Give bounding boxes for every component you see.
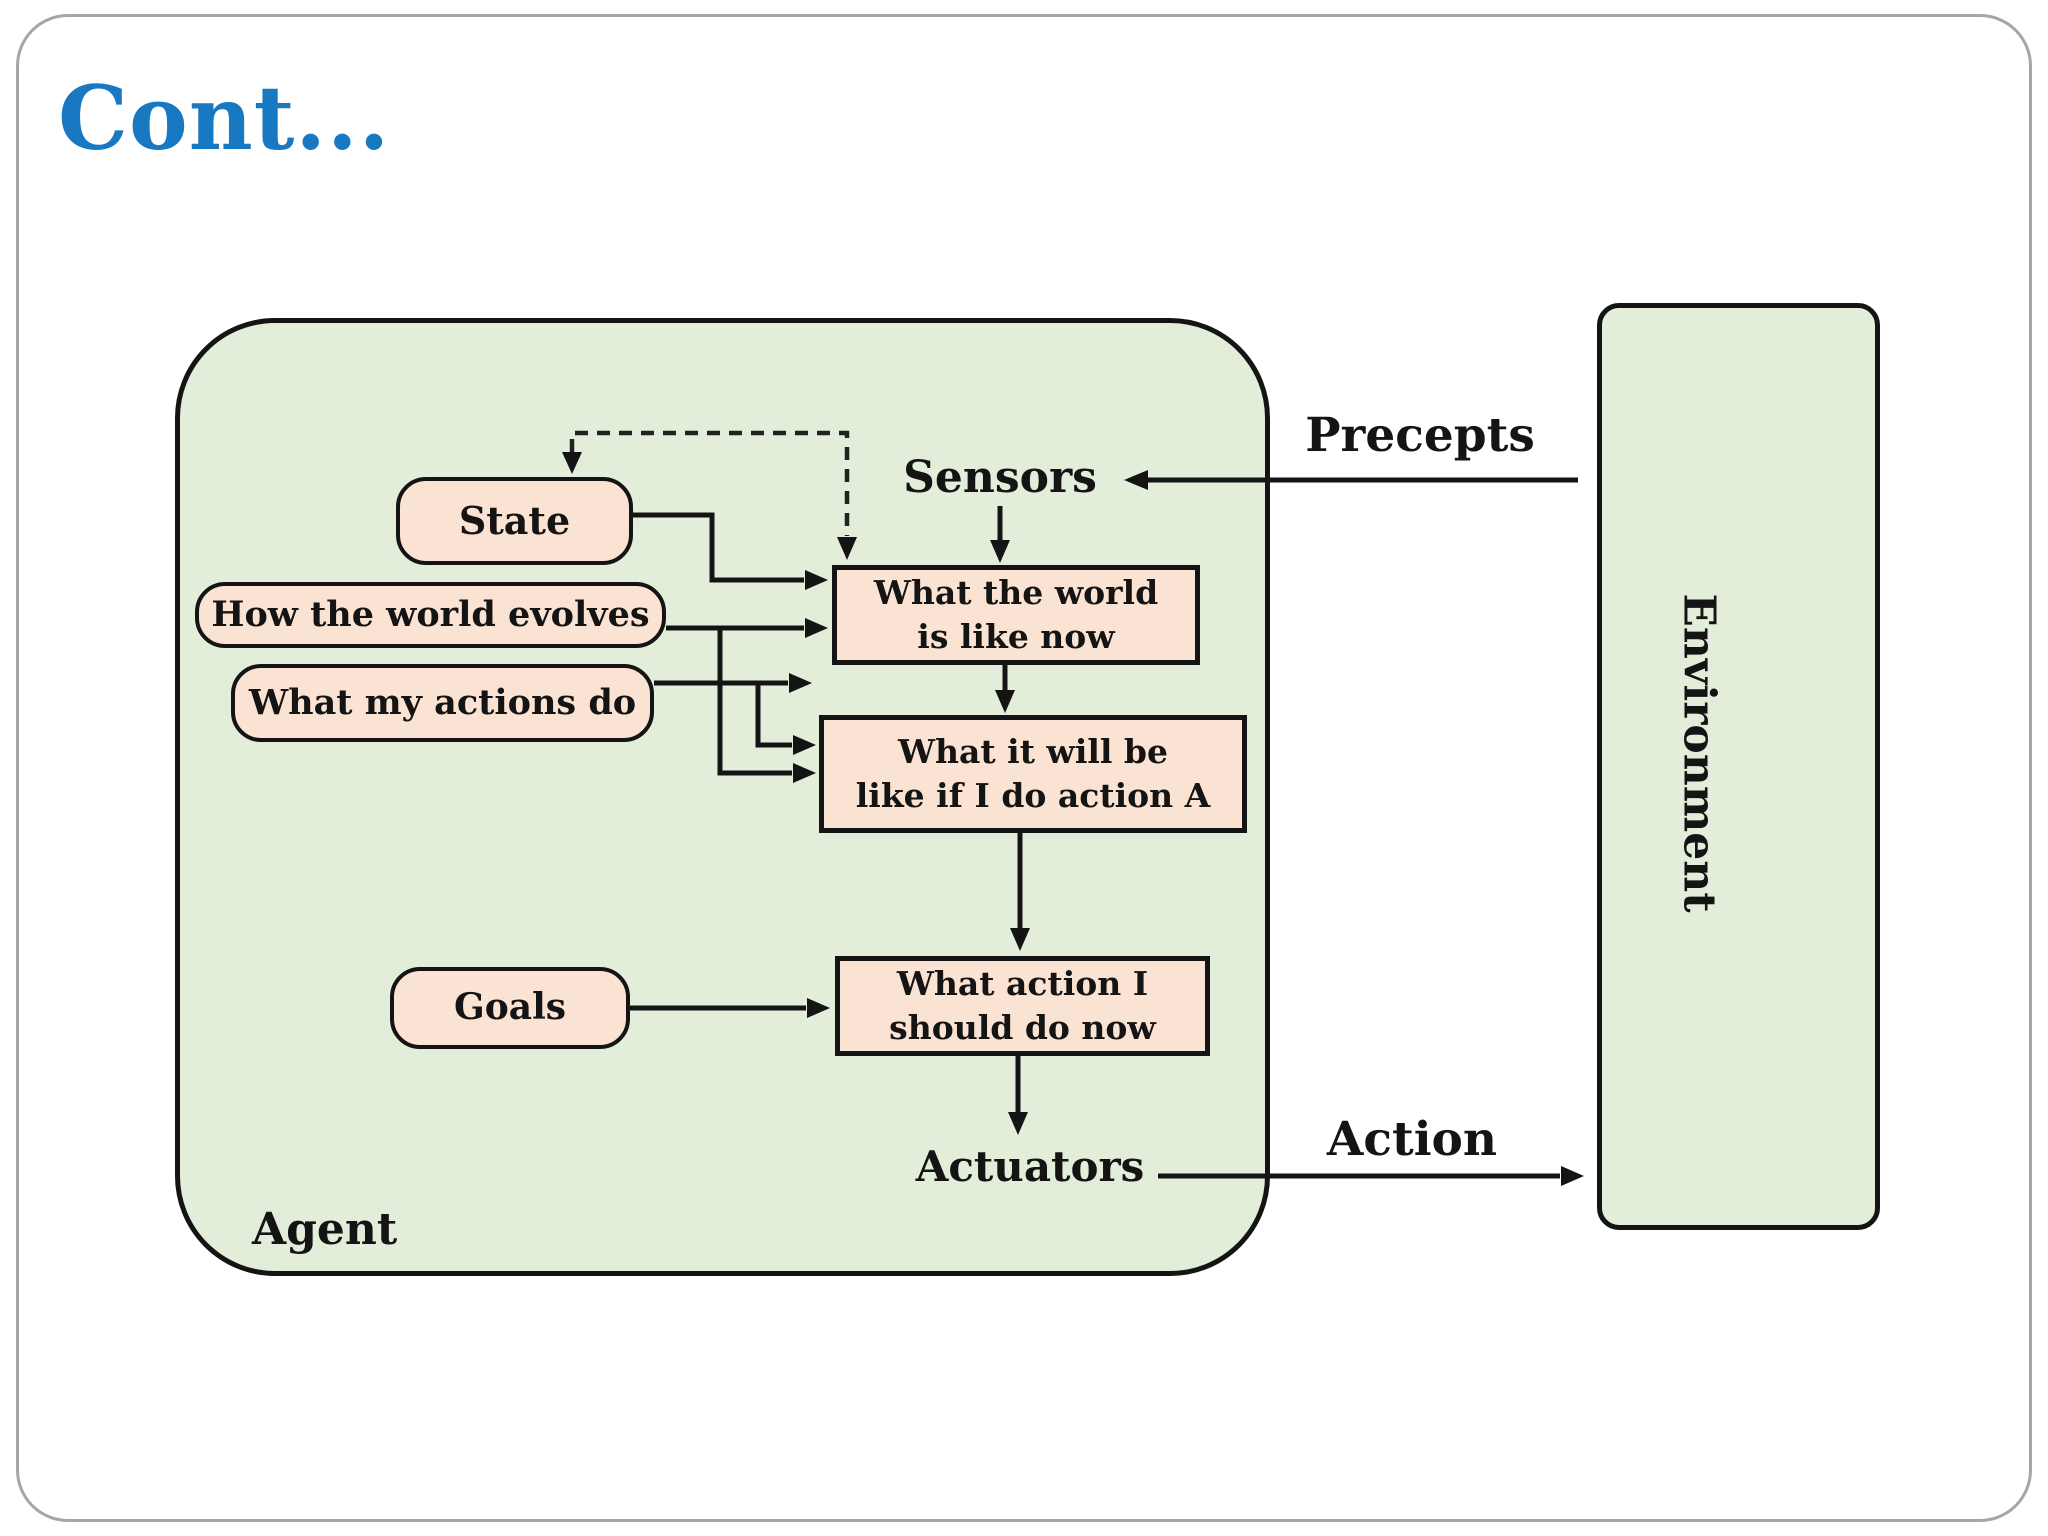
agent-label: Agent <box>252 1204 398 1255</box>
node-state: State <box>396 477 633 565</box>
node-how-world-evolves-text: How the world evolves <box>211 593 650 635</box>
node-what-action-now-line1: What action I <box>896 964 1149 1004</box>
actuators-label: Actuators <box>915 1142 1145 1191</box>
node-how-world-evolves: How the world evolves <box>195 582 666 648</box>
node-state-text: State <box>458 497 571 543</box>
node-what-it-will-be-like-line2: like if I do action A <box>855 776 1211 815</box>
action-label: Action <box>1326 1112 1498 1167</box>
node-what-it-will-be-like: What it will be like if I do action A <box>819 715 1247 833</box>
node-what-action-now: What action I should do now <box>835 956 1210 1056</box>
node-what-my-actions-do: What my actions do <box>231 664 654 742</box>
node-what-it-will-be-like-line1: What it will be <box>897 732 1168 772</box>
node-world-is-like-now: What the world is like now <box>832 565 1200 665</box>
node-goals: Goals <box>390 967 630 1049</box>
slide-border <box>16 14 2032 1522</box>
node-what-my-actions-do-text: What my actions do <box>248 681 637 723</box>
precepts-label: Precepts <box>1305 408 1535 463</box>
environment-label: Environment <box>1673 592 1724 913</box>
node-world-is-like-now-line1: What the world <box>873 573 1159 613</box>
page-title: Cont... <box>58 66 391 170</box>
environment-container: Environment <box>1597 303 1880 1230</box>
node-goals-text: Goals <box>453 986 567 1029</box>
sensors-label: Sensors <box>903 452 1097 503</box>
node-world-is-like-now-line2: is like now <box>917 617 1115 656</box>
node-what-action-now-line2: should do now <box>889 1008 1156 1047</box>
